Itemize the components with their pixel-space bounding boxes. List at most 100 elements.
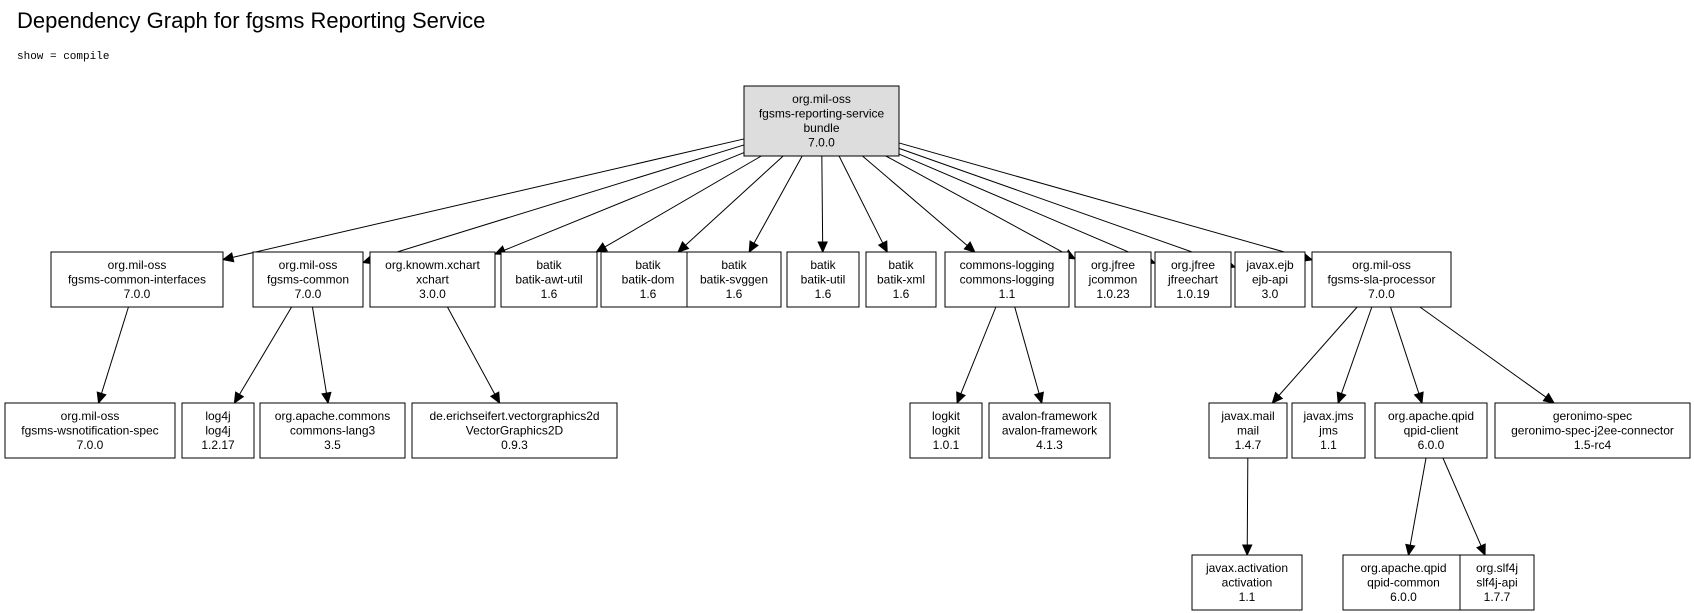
dependency-edge-common-to-commons-lang3 xyxy=(311,306,332,405)
node-artifact-id: fgsms-reporting-service xyxy=(759,107,885,121)
node-version: 7.0.0 xyxy=(808,136,835,150)
arrowhead-icon xyxy=(1405,543,1416,557)
dependency-edge-mail-to-activation xyxy=(1241,457,1253,557)
node-box xyxy=(1154,251,1232,308)
edge-line xyxy=(821,155,824,243)
dependency-node-vectorgraphics2d: de.erichseifert.vectorgraphics2dVectorGr… xyxy=(411,402,618,459)
node-box xyxy=(686,251,782,308)
node-group-id: log4j xyxy=(205,409,230,423)
edge-line xyxy=(685,155,784,246)
node-artifact-id: xchart xyxy=(416,272,449,286)
node-artifact-id: log4j xyxy=(205,423,230,437)
node-group-id: batik xyxy=(888,258,914,272)
node-extra: 1.1 xyxy=(1320,438,1337,452)
node-group-id: batik xyxy=(810,258,836,272)
dependency-edge-xchart-to-vectorgraphics2d xyxy=(446,306,501,405)
node-box xyxy=(944,251,1070,308)
node-artifact-id: ejb-api xyxy=(1252,272,1288,286)
node-group-id: org.apache.qpid xyxy=(1360,561,1446,575)
node-box xyxy=(865,251,937,308)
node-extra: 6.0.0 xyxy=(1390,590,1417,604)
edge-line xyxy=(1409,457,1427,546)
node-artifact-id: commons-logging xyxy=(960,272,1055,286)
arrowhead-icon xyxy=(956,391,966,405)
dependency-edge-qpid-client-to-slf4j-api xyxy=(1442,457,1486,557)
edge-line xyxy=(862,155,968,246)
node-box xyxy=(500,251,598,308)
arrowhead-icon xyxy=(1033,391,1044,405)
node-group-id: org.apache.qpid xyxy=(1388,409,1474,423)
node-box xyxy=(1342,554,1465,611)
edge-line xyxy=(446,306,496,395)
node-artifact-id: geronimo-spec-j2ee-connector xyxy=(1511,423,1674,437)
node-artifact-id: batik-dom xyxy=(622,272,675,286)
dependency-edge-commons-logging-to-avalon-framework xyxy=(1014,306,1044,405)
node-artifact-id: activation xyxy=(1222,575,1273,589)
dependency-node-wsnotification-spec: org.mil-ossfgsms-wsnotification-spec7.0.… xyxy=(4,402,176,459)
node-box xyxy=(411,402,618,459)
arrowhead-icon xyxy=(1413,391,1424,405)
node-extra: 1.0.1 xyxy=(933,438,960,452)
edge-line xyxy=(311,306,327,394)
node-box xyxy=(786,251,860,308)
node-extra: 1.1 xyxy=(1239,590,1256,604)
edge-line xyxy=(239,306,293,395)
node-artifact-id: batik-util xyxy=(801,272,846,286)
node-extra: 1.0.19 xyxy=(1176,287,1210,301)
node-group-id: javax.jms xyxy=(1302,409,1353,423)
node-group-id: org.jfree xyxy=(1091,258,1135,272)
dependency-edge-root-to-batik-dom xyxy=(677,155,784,253)
node-box xyxy=(259,402,406,459)
node-box xyxy=(1191,554,1303,611)
node-artifact-id: jcommon xyxy=(1088,272,1138,286)
node-group-id: batik xyxy=(536,258,562,272)
node-extra: 1.1 xyxy=(999,287,1016,301)
node-extra: 1.6 xyxy=(726,287,743,301)
node-box xyxy=(909,402,983,459)
node-extra: 1.6 xyxy=(640,287,657,301)
node-box xyxy=(1291,402,1366,459)
node-extra: 7.0.0 xyxy=(1368,287,1395,301)
node-box xyxy=(743,85,900,157)
page-title: Dependency Graph for fgsms Reporting Ser… xyxy=(17,8,486,33)
edge-line xyxy=(1246,457,1249,546)
node-extra: 6.0.0 xyxy=(1418,438,1445,452)
dependency-edge-root-to-batik-xml xyxy=(838,155,888,254)
arrowhead-icon xyxy=(489,391,501,405)
node-artifact-id: qpid-common xyxy=(1367,575,1440,589)
node-artifact-id: fgsms-sla-processor xyxy=(1327,272,1435,286)
node-box xyxy=(252,251,364,308)
node-extra: 1.6 xyxy=(541,287,558,301)
node-extra: 1.6 xyxy=(893,287,910,301)
node-group-id: geronimo-spec xyxy=(1553,409,1632,423)
node-group-id: org.knowm.xchart xyxy=(385,258,480,272)
dependency-edge-sla-processor-to-mail xyxy=(1271,306,1358,404)
edge-line xyxy=(504,152,745,251)
edge-line xyxy=(898,147,1226,265)
dependency-edge-root-to-commons-logging xyxy=(862,155,976,253)
arrowhead-icon xyxy=(1476,543,1486,557)
node-extra: 3.5 xyxy=(324,438,341,452)
dependency-edge-root-to-jfreechart xyxy=(898,153,1157,265)
node-extra: 0.9.3 xyxy=(501,438,528,452)
node-box xyxy=(1208,402,1288,459)
edge-line xyxy=(960,306,997,394)
node-extra: 7.0.0 xyxy=(77,438,104,452)
edge-line xyxy=(1278,306,1358,396)
node-box xyxy=(1234,251,1306,308)
edge-line xyxy=(1390,306,1420,394)
node-group-id: org.mil-oss xyxy=(61,409,120,423)
node-artifact-id: avalon-framework xyxy=(1002,423,1098,437)
node-extra: 7.0.0 xyxy=(295,287,322,301)
